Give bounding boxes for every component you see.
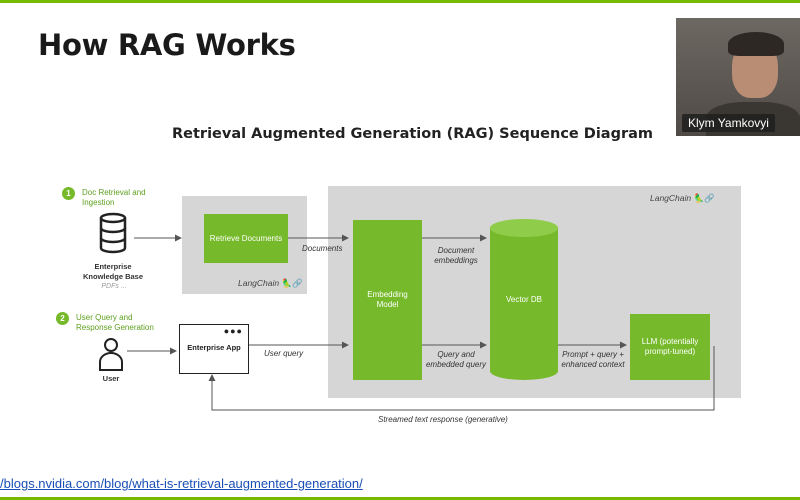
user-icon [99, 338, 123, 371]
langchain-label-large: LangChain 🦜🔗 [650, 193, 715, 203]
langchain-parrot-icon: 🦜🔗 [693, 193, 715, 203]
knowledge-base-label: Enterprise Knowledge Base [82, 262, 143, 281]
enterprise-app-window: ●●● Enterprise App [179, 324, 249, 374]
vector-db-cylinder [490, 219, 558, 380]
knowledge-base-sublabel: PDFs ... [101, 283, 127, 290]
step-1-label: Doc Retrieval and Ingestion [82, 188, 146, 208]
slide-title: How RAG Works [38, 28, 296, 62]
step-2-badge: 2 [56, 312, 69, 325]
source-link[interactable]: /blogs.nvidia.com/blog/what-is-retrieval… [0, 476, 363, 491]
participant-name-tag: Klym Yamkovyi [682, 114, 775, 132]
embedding-model-box: Embedding Model [353, 220, 422, 380]
langchain-label-small: LangChain 🦜🔗 [238, 278, 303, 288]
documents-arrow-label: Documents [302, 244, 343, 253]
streamed-response-label: Streamed text response (generative) [378, 415, 508, 424]
user-query-label: User query [264, 349, 304, 358]
vector-db-label: Vector DB [505, 295, 542, 304]
langchain-parrot-icon: 🦜🔗 [281, 278, 303, 288]
enterprise-app-label: Enterprise App [187, 343, 241, 352]
database-icon [99, 212, 127, 254]
step-1-badge: 1 [62, 187, 75, 200]
retrieve-documents-box: Retrieve Documents [204, 214, 288, 263]
diagram-title: Retrieval Augmented Generation (RAG) Seq… [172, 126, 654, 142]
window-dots: ●●● [223, 326, 243, 336]
step-2-label: User Query and Response Generation [76, 313, 154, 333]
top-accent-bar [0, 0, 800, 3]
bottom-accent-bar [0, 497, 800, 500]
person-hair [728, 32, 784, 56]
video-feed [676, 18, 800, 136]
query-embedded-label: Query and embedded query [425, 350, 487, 370]
llm-box: LLM (potentially prompt-tuned) [630, 314, 710, 380]
prompt-context-label: Prompt + query + enhanced context [561, 350, 625, 370]
document-embeddings-label: Document embeddings [434, 246, 478, 266]
user-label: User [102, 374, 120, 383]
